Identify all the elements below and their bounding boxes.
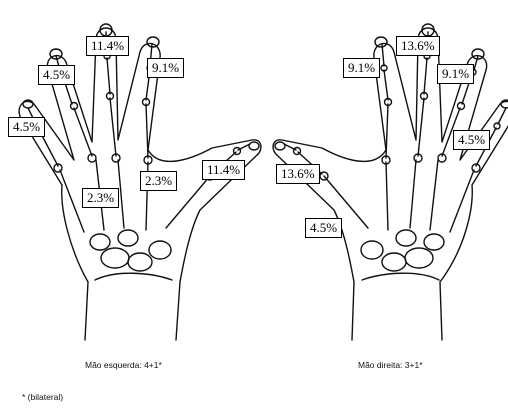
left-hand-caption: Mão esquerda: 4+1* <box>85 360 162 370</box>
right-hand-caption: Mão direita: 3+1* <box>358 360 423 370</box>
right-index-dip-label: 9.1% <box>343 58 380 78</box>
left-index-dip-label: 4.5% <box>38 65 75 85</box>
right-thumb-ip-label: 13.6% <box>276 164 320 184</box>
left-middle-mcp-label: 2.3% <box>140 171 177 191</box>
footnote: * (bilateral) <box>22 392 63 402</box>
right-thumb-mcp-label: 4.5% <box>305 218 342 238</box>
left-ring-dip-label: 9.1% <box>147 58 184 78</box>
right-ring-dip-label: 9.1% <box>437 64 474 84</box>
left-middle-pip-label: 11.4% <box>86 36 129 56</box>
left-little-pip-label: 4.5% <box>8 117 45 137</box>
left-thumb-ip-label: 11.4% <box>202 160 245 180</box>
left-index-mcp-label: 2.3% <box>82 188 119 208</box>
right-middle-pip-label: 13.6% <box>396 36 440 56</box>
right-little-pip-label: 4.5% <box>453 130 490 150</box>
